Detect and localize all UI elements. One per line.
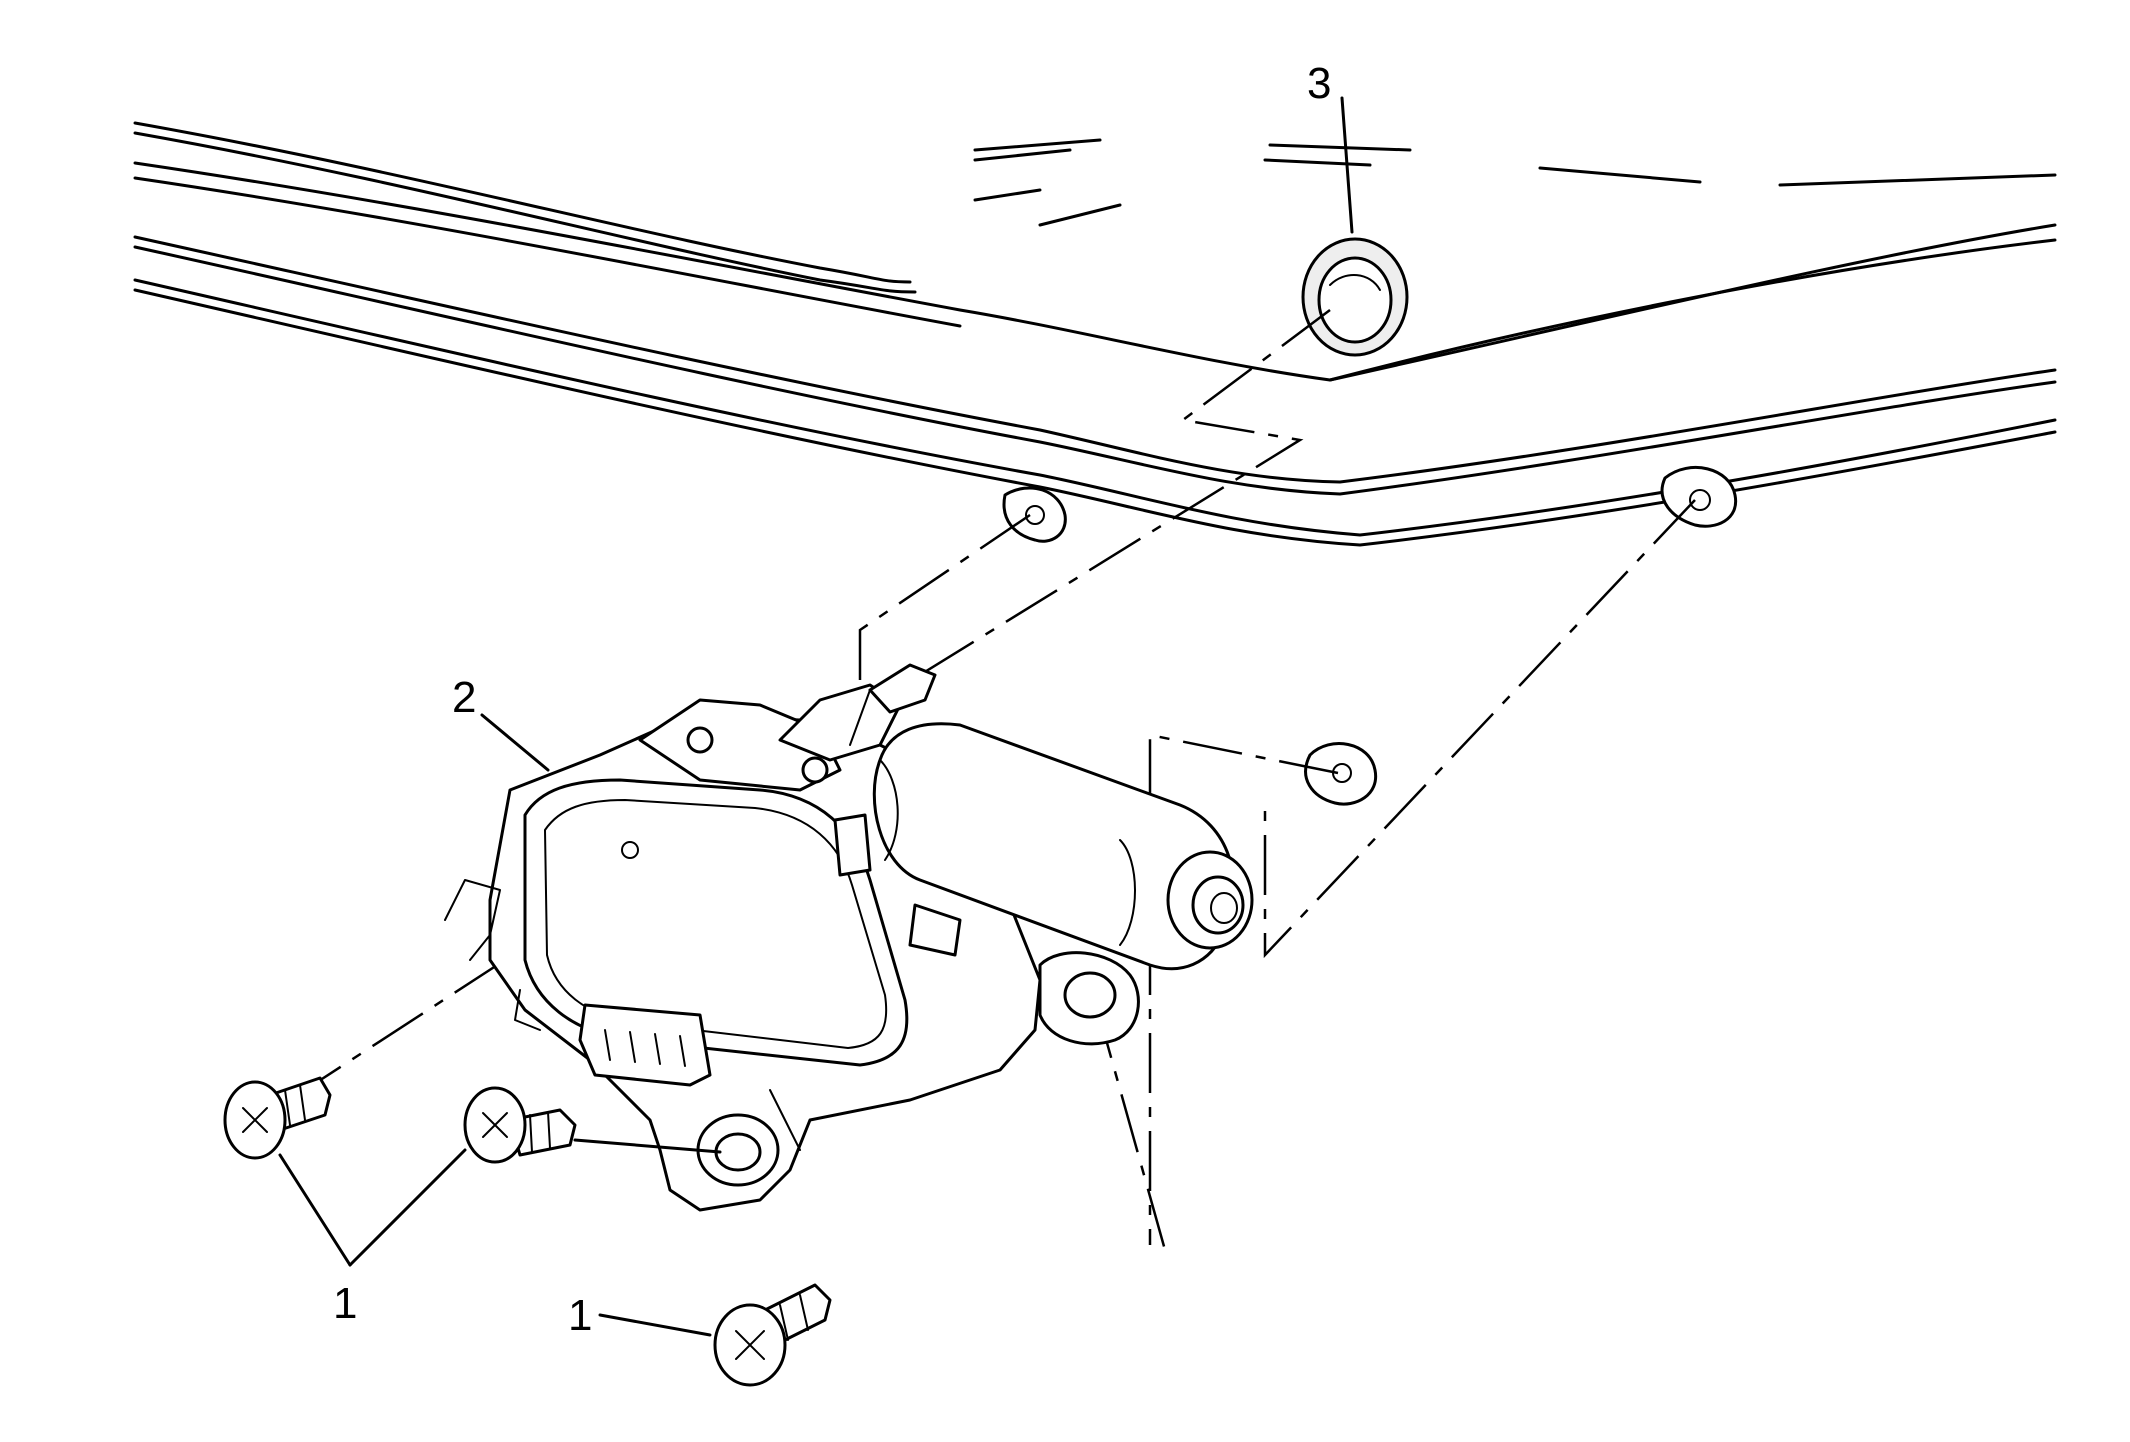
callout-screws-bottom: 1 <box>568 1291 592 1340</box>
body-clip-right <box>1660 465 1738 528</box>
callout-screws-left: 1 <box>333 1279 357 1328</box>
callout-motor: 2 <box>452 673 476 722</box>
wiper-motor-assembly <box>444 663 1254 1212</box>
body-clip-upper-left <box>1002 486 1067 543</box>
screw-middle <box>463 1086 577 1164</box>
callout-grommet: 3 <box>1307 59 1331 108</box>
grommet <box>1301 237 1409 357</box>
body-clip-middle <box>1304 742 1378 806</box>
liftgate-panel <box>133 121 2057 547</box>
screw-bottom <box>713 1283 832 1387</box>
screw-upper-left <box>223 1076 332 1160</box>
leader-lines <box>278 96 1354 1337</box>
